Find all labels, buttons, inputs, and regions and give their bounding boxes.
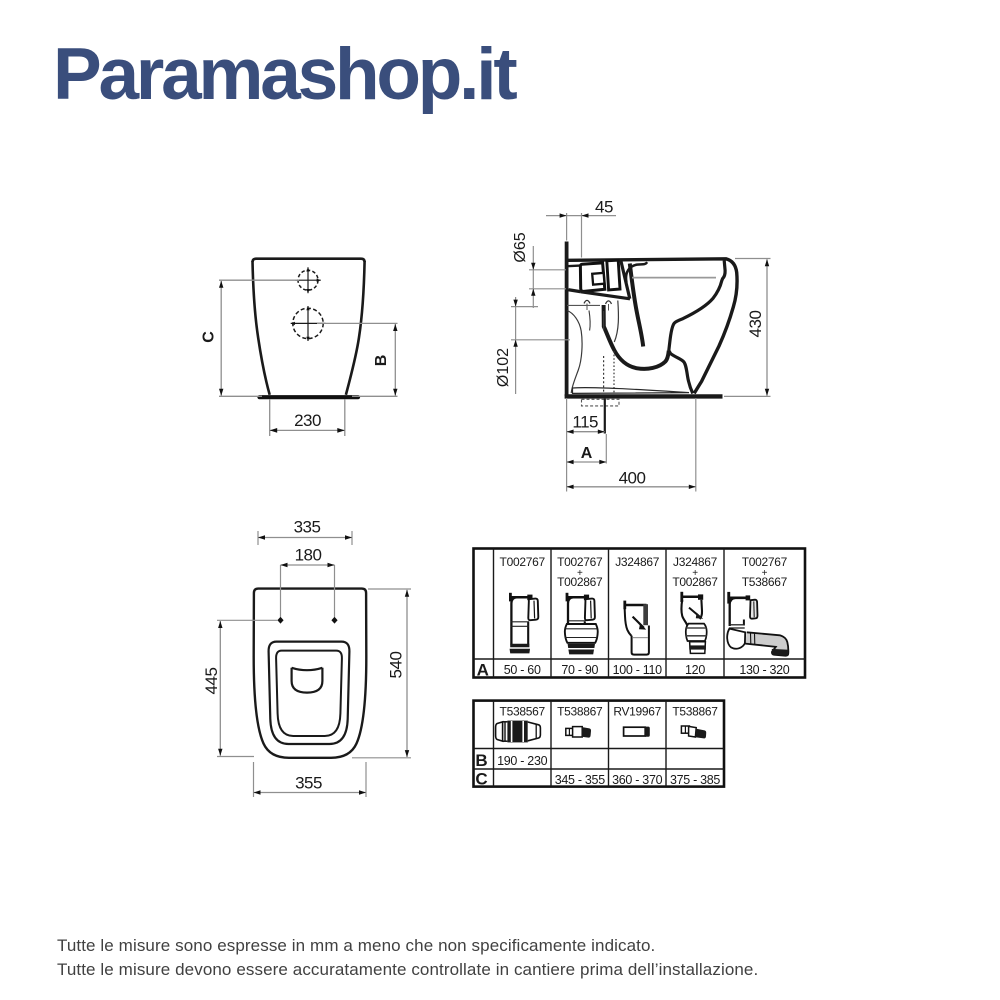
- svg-text:115: 115: [572, 413, 598, 432]
- svg-text:45: 45: [595, 198, 613, 217]
- svg-text:T002767: T002767: [557, 555, 603, 569]
- svg-text:J324867: J324867: [615, 555, 660, 569]
- svg-text:355: 355: [295, 774, 322, 793]
- svg-text:+: +: [762, 568, 768, 579]
- svg-text:A: A: [581, 445, 593, 462]
- svg-text:A: A: [477, 661, 489, 680]
- svg-text:540: 540: [386, 652, 405, 679]
- svg-text:360 - 370: 360 - 370: [612, 773, 662, 787]
- svg-text:230: 230: [294, 411, 321, 430]
- svg-text:+: +: [577, 568, 583, 579]
- svg-text:T538567: T538567: [500, 705, 546, 719]
- svg-text:B: B: [475, 751, 487, 770]
- svg-text:375 - 385: 375 - 385: [670, 773, 720, 787]
- svg-text:T538867: T538867: [557, 705, 603, 719]
- svg-text:T002867: T002867: [557, 575, 603, 589]
- svg-text:T002867: T002867: [672, 575, 718, 589]
- svg-text:100 - 110: 100 - 110: [613, 663, 663, 677]
- svg-text:T538867: T538867: [672, 705, 718, 719]
- svg-text:445: 445: [202, 668, 221, 695]
- svg-text:345 - 355: 345 - 355: [555, 773, 605, 787]
- svg-text:T538667: T538667: [742, 575, 788, 589]
- svg-text:Ø65: Ø65: [512, 232, 529, 262]
- svg-text:50 - 60: 50 - 60: [504, 663, 541, 677]
- svg-text:J324867: J324867: [673, 555, 718, 569]
- svg-text:+: +: [692, 568, 698, 579]
- svg-text:T002767: T002767: [742, 555, 788, 569]
- svg-text:Ø102: Ø102: [495, 348, 512, 387]
- svg-text:430: 430: [746, 311, 765, 338]
- svg-text:400: 400: [619, 469, 646, 488]
- svg-text:C: C: [201, 331, 218, 343]
- svg-text:RV19967: RV19967: [613, 705, 661, 719]
- svg-text:T002767: T002767: [500, 555, 546, 569]
- svg-text:130 - 320: 130 - 320: [739, 663, 789, 677]
- svg-text:180: 180: [295, 546, 322, 565]
- svg-text:C: C: [475, 770, 487, 789]
- svg-text:190 - 230: 190 - 230: [497, 754, 547, 768]
- svg-text:B: B: [373, 355, 390, 367]
- svg-text:335: 335: [294, 518, 321, 537]
- svg-text:70 - 90: 70 - 90: [561, 663, 598, 677]
- svg-text:120: 120: [685, 663, 705, 677]
